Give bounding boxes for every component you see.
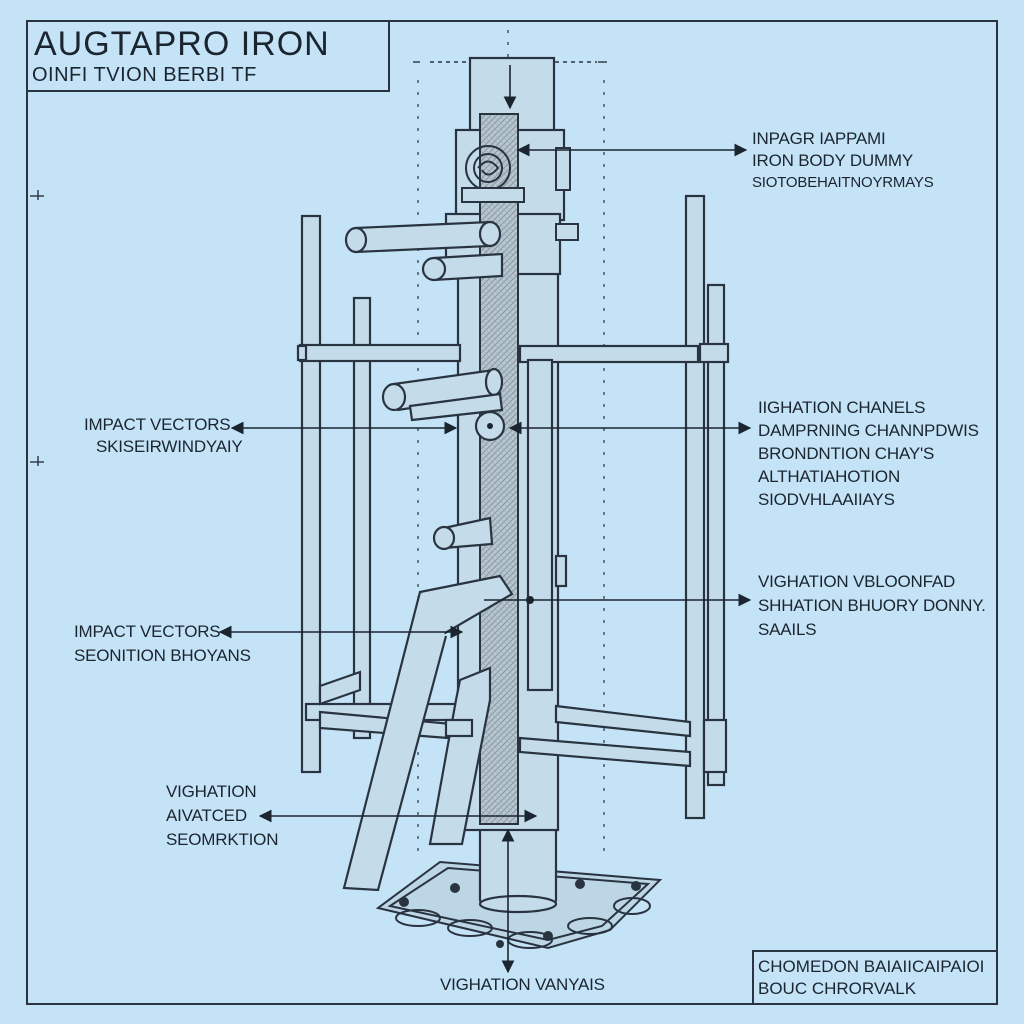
revision-line: BOUC CHRORVALK (758, 979, 917, 998)
callout-line: BRONDNTION CHAY'S (758, 444, 935, 463)
callout-line: AIVATCED (166, 806, 247, 825)
callout-arrows (218, 65, 752, 974)
callout-line: SEONITION BHOYANS (74, 646, 251, 665)
drawing-subtitle: OINFI TVION BERBI TF (32, 64, 257, 86)
logo-emblem (461, 145, 525, 203)
revision-box (752, 950, 998, 1005)
revision-text: CHOMEDON BAIAIICAIPAIOI BOUC CHRORVALK (758, 956, 984, 1000)
callout-line: VIGHATION VBLOONFAD (758, 572, 956, 591)
callout-line: VIGHATION (166, 782, 257, 801)
title-block (26, 20, 390, 92)
callout-left-upper: IMPACT VECTORS SKISEIRWINDYAIY (84, 414, 243, 458)
callout-line: IRON BODY DUMMY (752, 151, 914, 170)
callout-line: DAMPRNING CHANNPDWIS (758, 421, 979, 440)
callout-line: SEOMRKTION (166, 830, 279, 849)
callout-line: SHHATION BHUORY DONNY. (758, 596, 986, 615)
callout-line: IMPACT VECTORS (84, 415, 231, 434)
callout-line: SIOTOBEHAITNOYRMAYS (752, 174, 934, 191)
callout-right-mid: IIGHATION CHANELS DAMPRNING CHANNPDWIS B… (758, 396, 979, 511)
callout-left-lower: IMPACT VECTORS SEONITION BHOYANS (74, 620, 251, 668)
callout-line: IMPACT VECTORS (74, 622, 221, 641)
dimension-ticks (30, 61, 607, 466)
drawing-title: AUGTAPRO IRON (34, 25, 330, 63)
revision-line: CHOMEDON BAIAIICAIPAIOI (758, 957, 985, 976)
callout-line: SIODVHLAAIIAYS (758, 490, 895, 509)
callout-left-bottom: VIGHATION AIVATCED SEOMRKTION (166, 780, 278, 852)
callout-line: SAAILS (758, 620, 817, 639)
drawing-frame (26, 20, 998, 1005)
callout-line: IIGHATION CHANELS (758, 398, 926, 417)
frame-right (518, 194, 730, 820)
callout-line: SKISEIRWINDYAIY (96, 437, 243, 456)
callout-line: INPAGR IAPPAMI (752, 129, 886, 148)
callout-bottom-center: VIGHATION VANYAIS (440, 975, 605, 994)
callout-right-lower: VIGHATION VBLOONFAD SHHATION BHUORY DONN… (758, 570, 986, 642)
callout-line: ALTHATIAHOTION (758, 467, 901, 486)
dummy-arms (344, 220, 506, 551)
frame-left (296, 214, 476, 774)
callout-top-right: INPAGR IAPPAMI IRON BODY DUMMY SIOTOBEHA… (752, 128, 934, 194)
